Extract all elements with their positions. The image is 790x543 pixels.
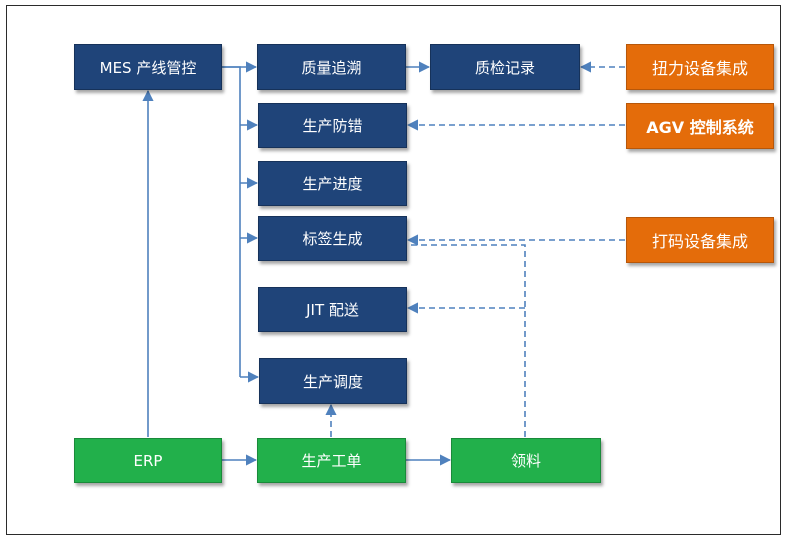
scheduling-label: 生产调度 <box>302 372 363 391</box>
agv-control-label: AGV 控制系统 <box>646 118 754 137</box>
jit-delivery-node: JIT 配送 <box>258 287 407 332</box>
quality-trace-node: 质量追溯 <box>257 44 406 90</box>
coding-integration-label: 打码设备集成 <box>651 232 748 251</box>
erp-label: ERP <box>133 451 163 470</box>
error-proofing-node: 生产防错 <box>258 103 407 148</box>
jit-delivery-label: JIT 配送 <box>306 301 359 319</box>
diagram-frame <box>6 5 781 535</box>
material-picking-node: 领料 <box>451 438 601 483</box>
scheduling-node: 生产调度 <box>259 358 407 404</box>
label-generation-label: 标签生成 <box>302 230 363 248</box>
agv-control-node: AGV 控制系统 <box>626 103 774 149</box>
mes-label: MES 产线管控 <box>99 58 197 77</box>
torque-integration-label: 扭力设备集成 <box>651 59 748 78</box>
qc-record-node: 质检记录 <box>430 44 580 90</box>
coding-integration-node: 打码设备集成 <box>626 217 774 263</box>
label-generation-node: 标签生成 <box>258 216 407 261</box>
qc-record-label: 质检记录 <box>474 58 535 77</box>
quality-trace-label: 质量追溯 <box>301 58 362 77</box>
progress-label: 生产进度 <box>302 175 363 193</box>
progress-node: 生产进度 <box>258 161 407 206</box>
mes-node: MES 产线管控 <box>74 44 222 90</box>
torque-integration-node: 扭力设备集成 <box>626 44 774 90</box>
erp-node: ERP <box>74 438 222 483</box>
error-proofing-label: 生产防错 <box>302 117 363 135</box>
work-order-node: 生产工单 <box>257 438 406 483</box>
material-picking-label: 领料 <box>510 452 541 470</box>
work-order-label: 生产工单 <box>301 452 362 470</box>
dashed-picking-riser <box>410 244 526 437</box>
mes-branch-trunk <box>222 66 241 377</box>
